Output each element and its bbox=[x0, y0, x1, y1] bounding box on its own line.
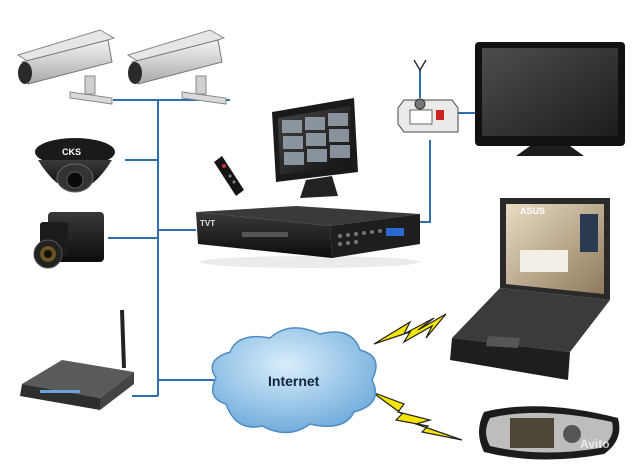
internet-cloud: Internet bbox=[211, 327, 377, 434]
dome-camera: CKS bbox=[35, 138, 115, 193]
remote-control bbox=[214, 156, 244, 196]
laptop-logo: ASUS bbox=[520, 206, 545, 216]
wireless-link-phone bbox=[371, 391, 463, 441]
watermark: Avito bbox=[580, 437, 610, 451]
box-camera-1 bbox=[16, 29, 116, 105]
box-camera-2 bbox=[126, 29, 227, 105]
internet-label: Internet bbox=[268, 373, 320, 389]
dvr-recorder: TVT bbox=[196, 206, 420, 268]
mobile-phone: Avito bbox=[479, 406, 620, 460]
wifi-router bbox=[20, 309, 134, 410]
laptop: ASUS bbox=[450, 198, 610, 380]
lcd-tv bbox=[475, 42, 625, 156]
rf-modulator bbox=[397, 59, 459, 133]
wireless-link-laptop bbox=[373, 313, 447, 345]
dvr-logo: TVT bbox=[200, 219, 215, 228]
board-camera bbox=[33, 212, 104, 269]
wire-dvr-modulator bbox=[412, 140, 431, 223]
dome-logo: CKS bbox=[62, 147, 81, 157]
wiring bbox=[108, 70, 482, 397]
cctv-monitor bbox=[272, 98, 358, 198]
